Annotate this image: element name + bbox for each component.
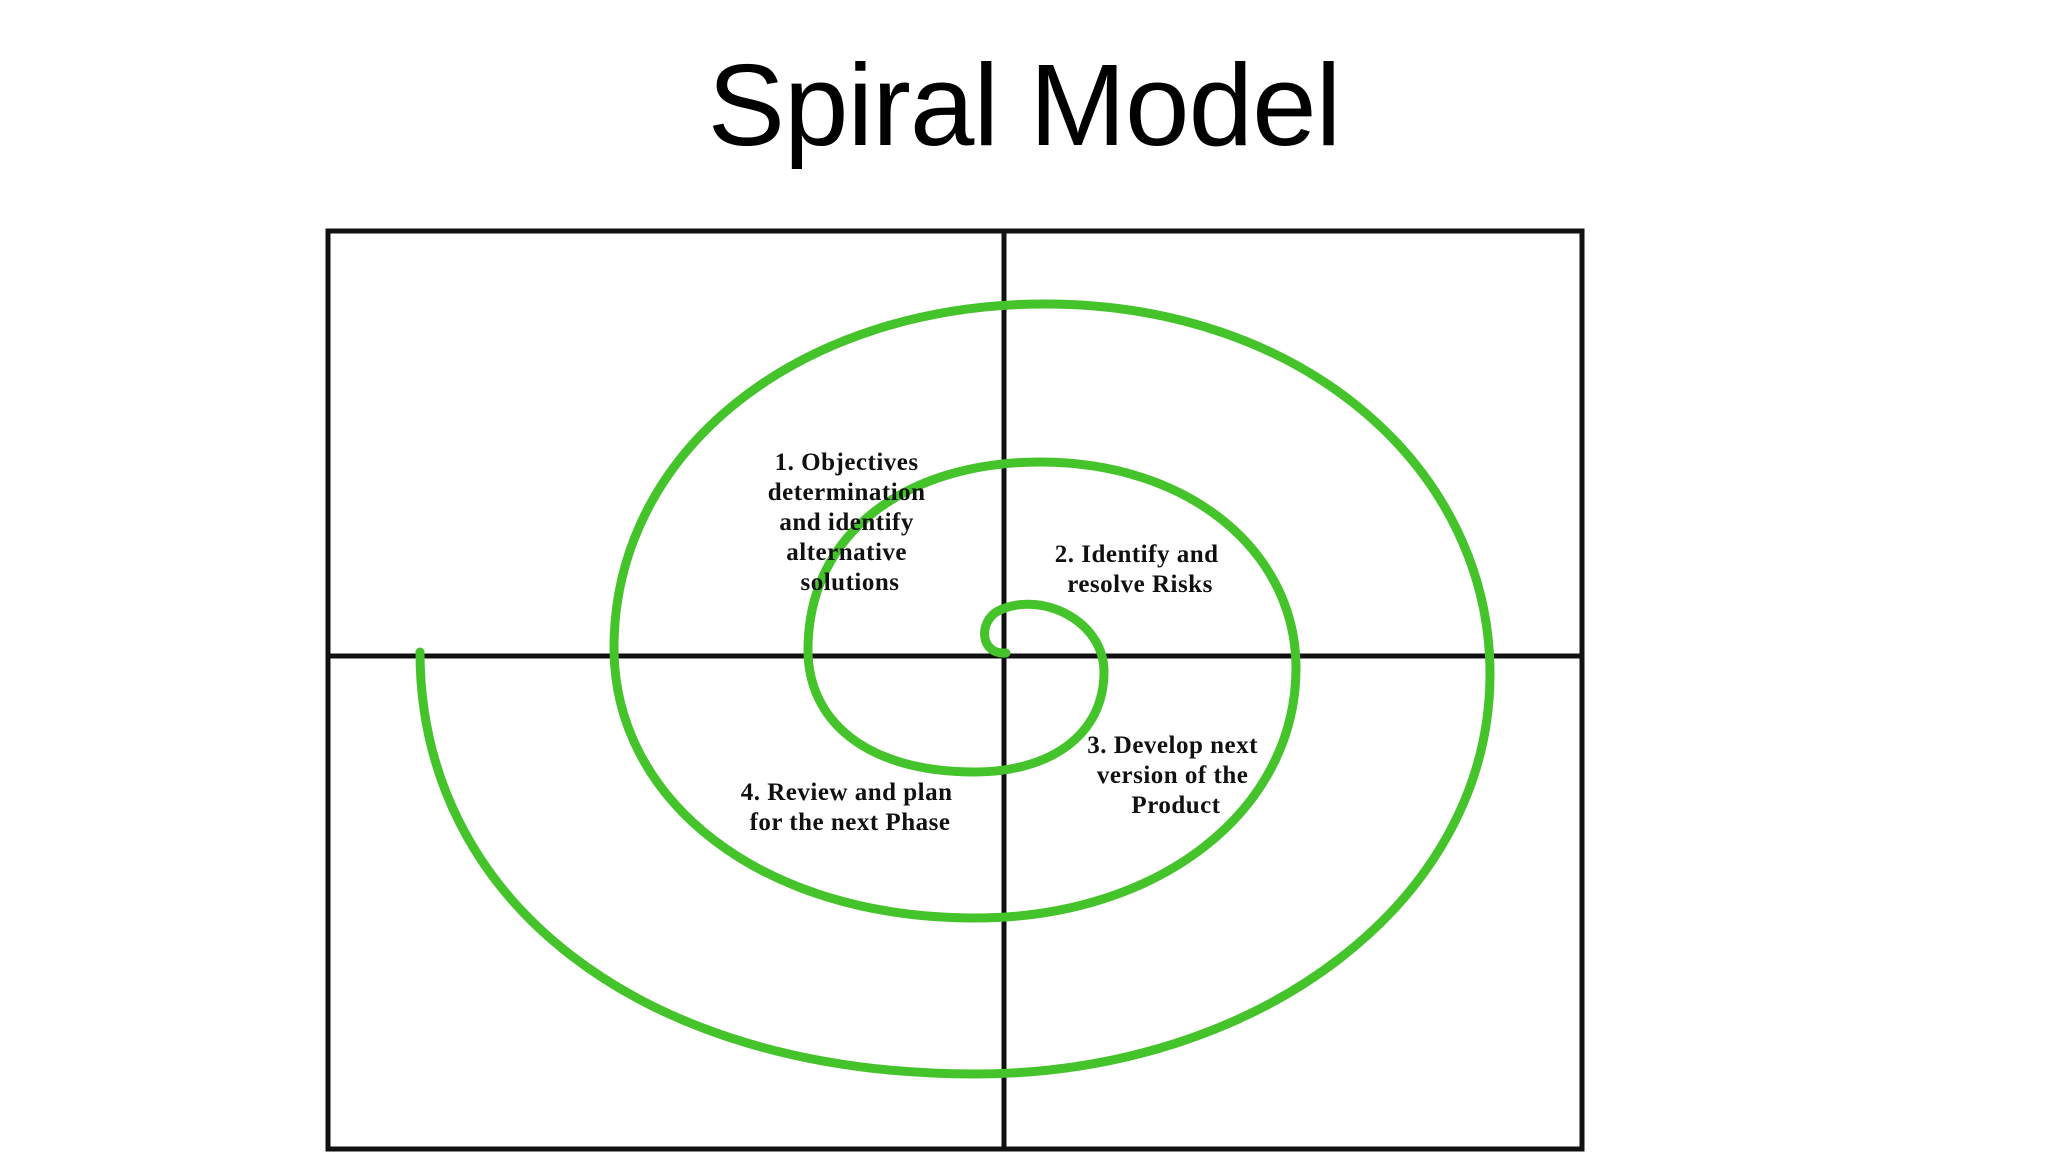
quadrant-develop-line: Product xyxy=(1131,792,1220,819)
quadrant-review-line: for the next Phase xyxy=(750,809,951,836)
quadrant-objectives-line: alternative xyxy=(786,539,907,566)
quadrant-risks-line: resolve Risks xyxy=(1067,571,1213,598)
quadrant-review-label: 4. Review and plan for the next Phase xyxy=(741,779,960,836)
page-title: Spiral Model xyxy=(707,40,1342,170)
quadrant-objectives-line: solutions xyxy=(801,569,900,596)
quadrant-review-line: 4. Review and plan xyxy=(741,779,953,806)
quadrant-objectives-line: and identify xyxy=(779,509,914,536)
quadrant-develop-line: version of the xyxy=(1097,762,1248,789)
quadrant-develop-line: 3. Develop next xyxy=(1087,732,1258,759)
quadrant-objectives-label: 1. Objectives determination and identify… xyxy=(768,449,933,596)
quadrant-risks-label: 2. Identify and resolve Risks xyxy=(1055,541,1226,598)
quadrant-develop-label: 3. Develop next version of the Product xyxy=(1087,732,1264,819)
spiral-path xyxy=(415,299,1495,1079)
quadrant-risks-line: 2. Identify and xyxy=(1055,541,1219,568)
quadrant-objectives-line: determination xyxy=(768,479,926,506)
diagram-frame xyxy=(325,228,1585,1152)
quadrant-objectives-line: 1. Objectives xyxy=(775,449,919,476)
